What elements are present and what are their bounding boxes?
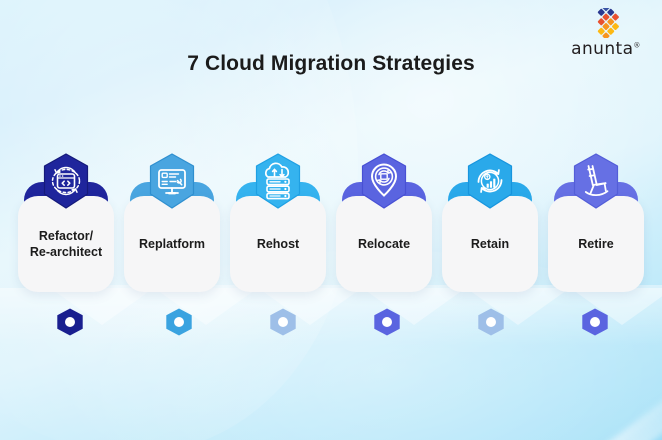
strategy-card-replatform[interactable]: Replatform xyxy=(124,152,220,292)
badge-retain xyxy=(461,152,519,210)
card-panel: Replatform xyxy=(124,196,220,292)
card-label: Refactor/ Re-architect xyxy=(29,228,103,260)
brand-wordmark: anunta® xyxy=(571,39,641,59)
card-label: Retire xyxy=(578,236,614,251)
rocking-chair-icon xyxy=(573,153,619,209)
strategy-card-row: Refactor/ Re-architect xyxy=(18,152,644,292)
timeline-svg xyxy=(57,308,608,336)
background-light-streak xyxy=(417,387,662,440)
brand-logo: anunta® xyxy=(564,8,648,59)
card-label: Retain xyxy=(470,236,510,251)
badge-refactor xyxy=(37,152,95,210)
strategy-card-relocate[interactable]: Relocate xyxy=(336,152,432,292)
badge-relocate xyxy=(355,152,413,210)
card-panel: Refactor/ Re-architect xyxy=(18,196,114,292)
location-pin-refresh-icon xyxy=(361,153,407,209)
card-panel: Retain xyxy=(442,196,538,292)
card-panel: Retire xyxy=(548,196,644,292)
card-panel: Rehost xyxy=(230,196,326,292)
desktop-monitor-icon xyxy=(149,153,195,209)
page-title: 7 Cloud Migration Strategies xyxy=(187,52,475,75)
anunta-diamond-grid-logo-icon xyxy=(597,8,619,38)
card-panel: Relocate xyxy=(336,196,432,292)
strategy-card-retire[interactable]: Retire xyxy=(548,152,644,292)
strategy-card-retain[interactable]: Retain xyxy=(442,152,538,292)
timeline-nodes xyxy=(57,308,608,336)
card-label: Replatform xyxy=(139,236,205,251)
refresh-analytics-icon xyxy=(467,153,513,209)
progress-timeline xyxy=(18,306,644,336)
code-window-refresh-icon xyxy=(43,153,89,209)
strategy-card-rehost[interactable]: Rehost xyxy=(230,152,326,292)
badge-retire xyxy=(567,152,625,210)
card-label: Relocate xyxy=(357,236,411,251)
badge-rehost xyxy=(249,152,307,210)
cloud-server-transfer-icon xyxy=(255,153,301,209)
badge-replatform xyxy=(143,152,201,210)
card-label: Rehost xyxy=(256,236,300,251)
strategy-card-refactor[interactable]: Refactor/ Re-architect xyxy=(18,152,114,292)
